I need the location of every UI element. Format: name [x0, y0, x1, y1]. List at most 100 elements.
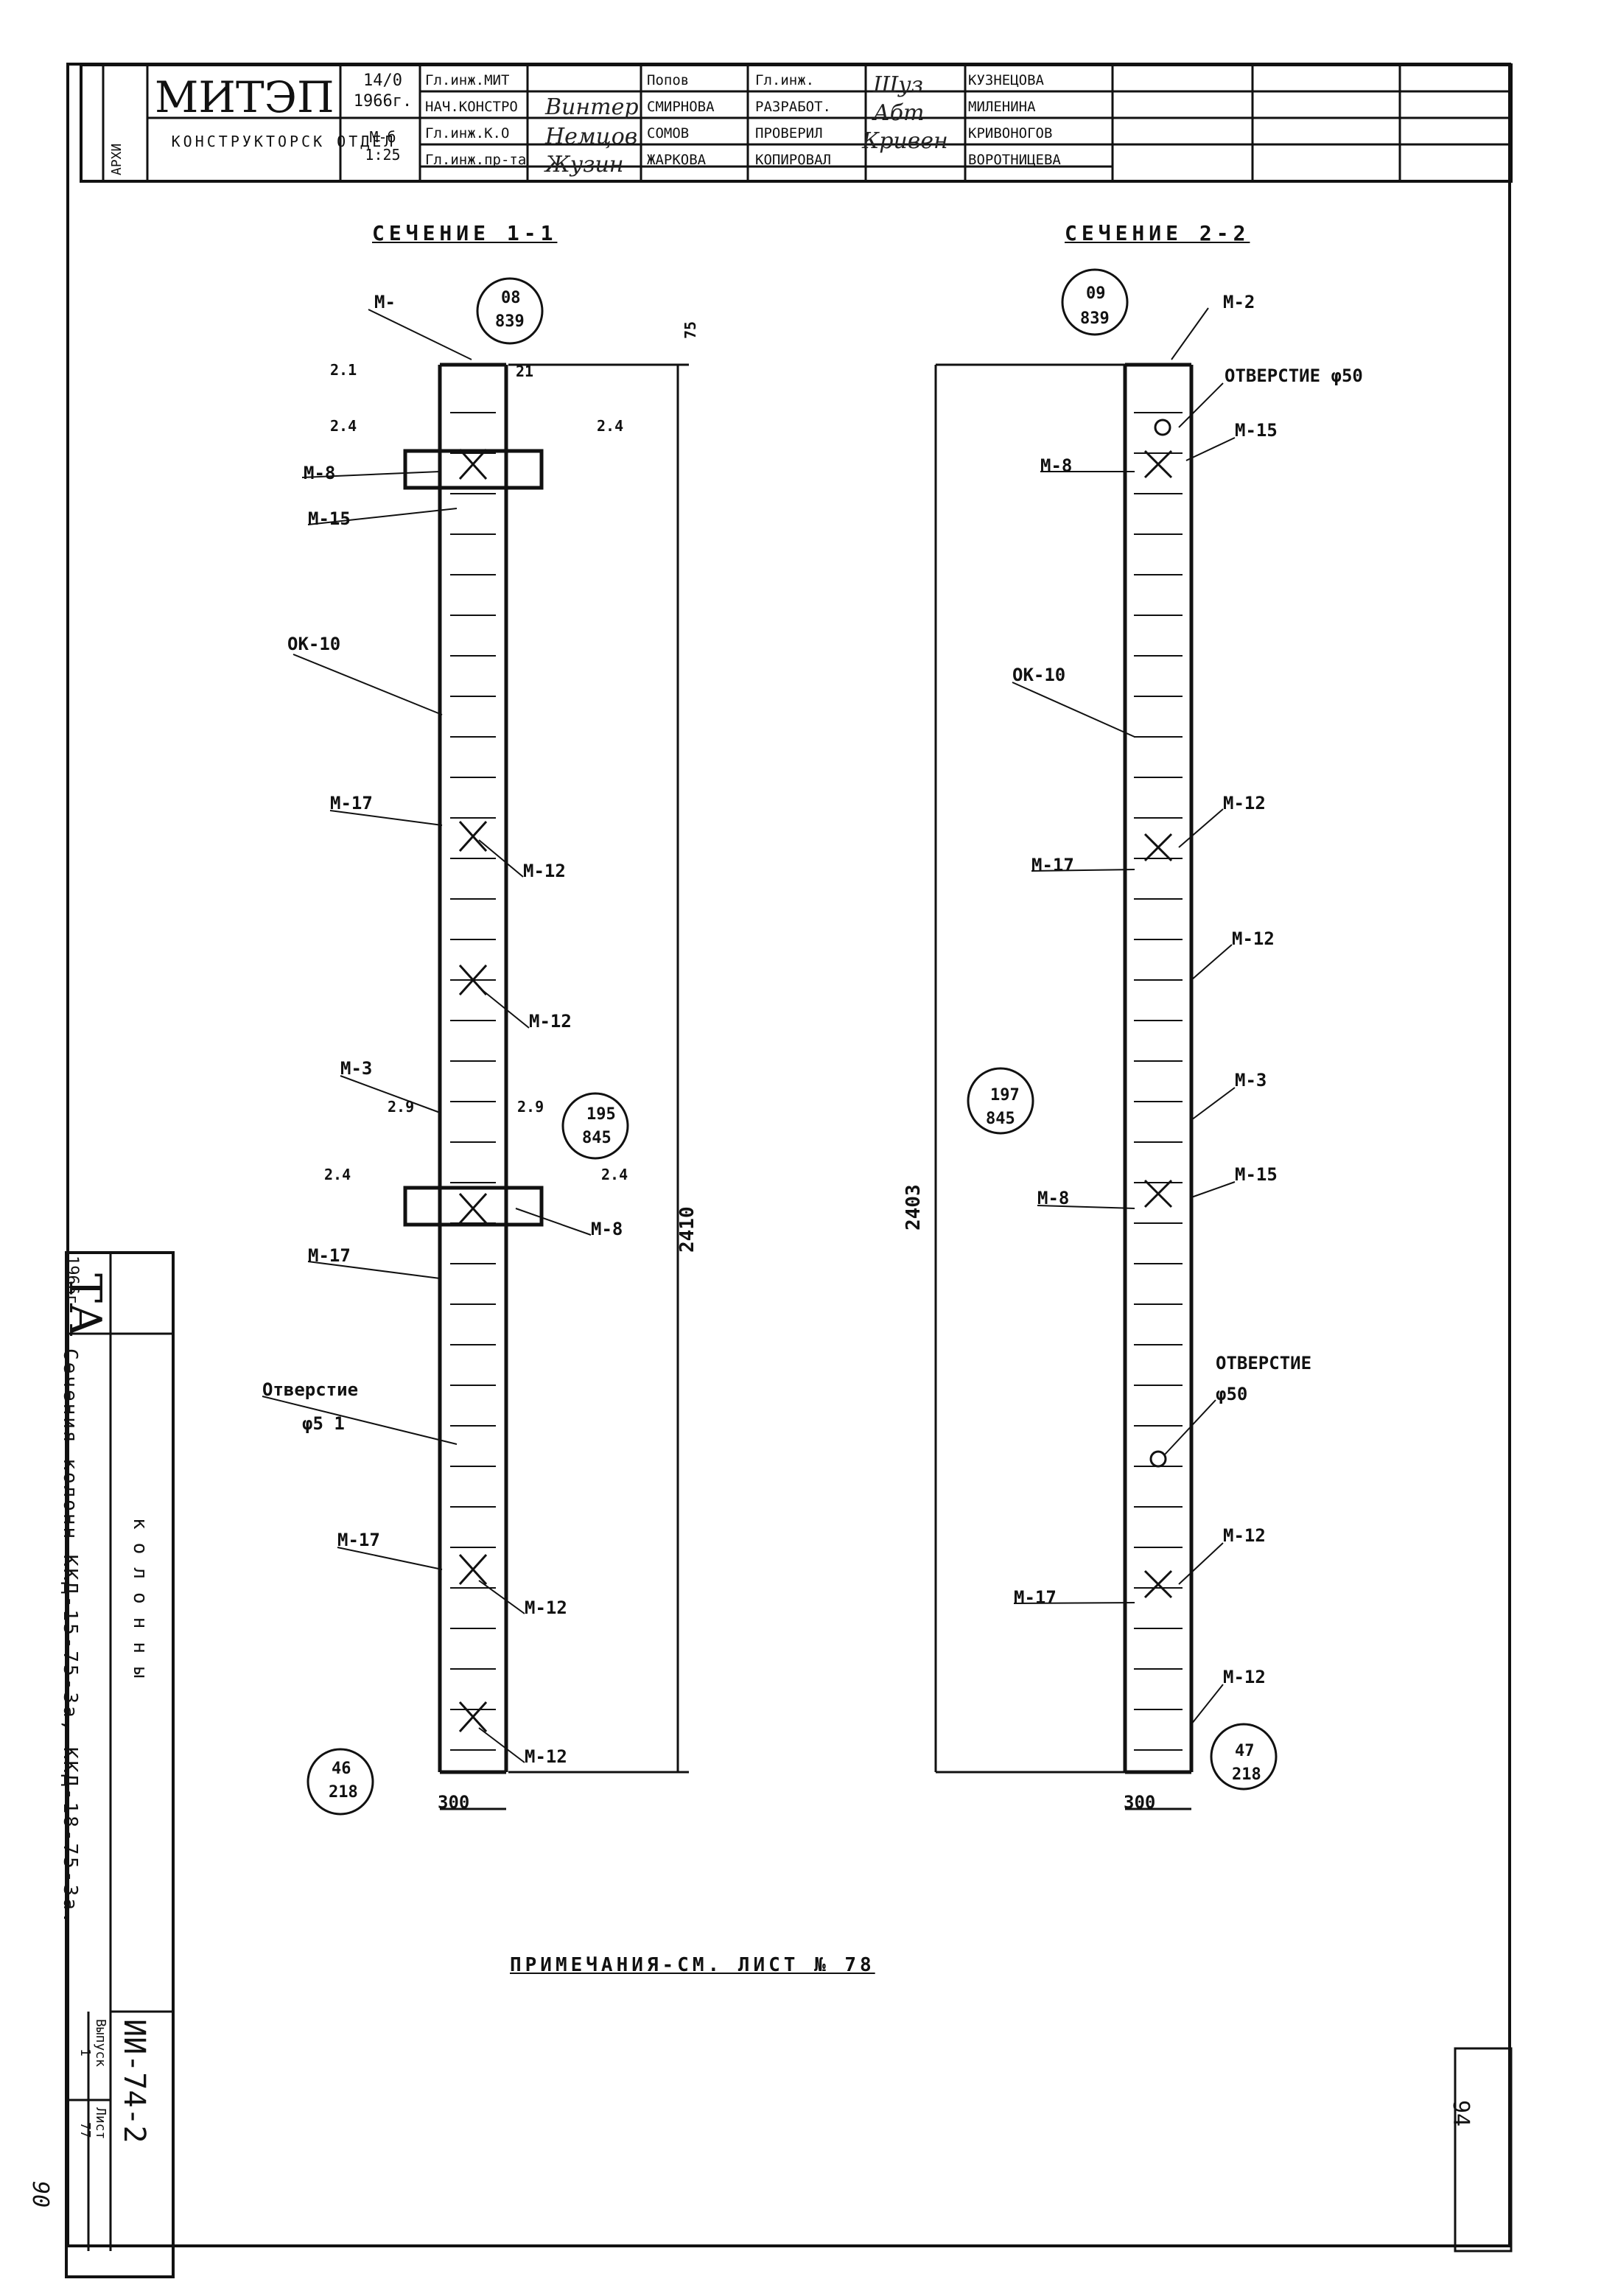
side-strip-border	[65, 1251, 175, 2278]
s2-dim-300: 300	[1124, 1792, 1156, 1813]
stamp-org: МИТЭП	[155, 72, 334, 122]
s1-label-otv-dia: φ5 1	[302, 1413, 345, 1434]
stamp-name-1: Попов	[647, 72, 690, 88]
s2-label-otv-dia: φ50	[1216, 1384, 1248, 1404]
s1-dim-300: 300	[438, 1792, 470, 1813]
stamp-role2-1: Гл.инж.	[755, 72, 815, 88]
leader-line	[1191, 1684, 1224, 1725]
leader-line	[1171, 307, 1209, 360]
s1-label-m12-d: М-12	[525, 1746, 567, 1767]
leader-line	[1178, 382, 1224, 428]
s1-label-m8-mid: М-8	[591, 1219, 623, 1239]
s1-dim-2410: 2410	[676, 1206, 698, 1253]
s1-label-m17-c: М-17	[337, 1530, 380, 1550]
leader-line	[301, 471, 441, 478]
stamp-name2-4: ВОРОТНИЦЕВА	[968, 152, 1061, 168]
s2-label-m8-b: М-8	[1037, 1188, 1070, 1208]
s1-label-m17-b: М-17	[308, 1245, 351, 1266]
x-mark	[458, 1701, 488, 1733]
s2-label-m15-b: М-15	[1235, 1164, 1278, 1185]
s2-bubble-2-top: 197	[990, 1086, 1020, 1105]
stamp-name-3: СОМОВ	[647, 125, 690, 141]
s2-bubble-1-bottom: 839	[1080, 309, 1110, 328]
s2-bubble-3-bottom: 218	[1232, 1765, 1261, 1784]
s1-bubble-1-bottom: 839	[495, 312, 525, 331]
leader-line	[1191, 1087, 1236, 1121]
leader-line	[1163, 1399, 1216, 1456]
console-1-top	[403, 449, 544, 490]
stamp-name2-3: КРИВОНОГОВ	[968, 125, 1053, 141]
leader-line	[478, 987, 530, 1029]
hole-s2-bottom	[1149, 1450, 1167, 1468]
s1-label-m: М-	[374, 292, 396, 312]
leader-line	[1012, 682, 1135, 738]
leader-line	[1178, 808, 1224, 848]
s1-dim-75: 75	[682, 321, 699, 339]
leader-line	[478, 1580, 525, 1614]
s2-label-m15-a: М-15	[1235, 420, 1278, 441]
margin-mark: 90	[27, 2181, 53, 2208]
signature-2: Немцов	[545, 124, 638, 150]
s1-label-m15: М-15	[308, 508, 351, 529]
stamp-role2-2: РАЗРАБОТ.	[755, 99, 831, 115]
side-vypusk-v: 1	[77, 2048, 93, 2057]
x-mark	[1143, 449, 1173, 479]
s1-cut-4: 2.9	[388, 1098, 415, 1116]
stamp-name2-1: КУЗНЕЦОВА	[968, 72, 1044, 88]
x-mark	[458, 1192, 488, 1225]
side-code: ИИ-74-2	[117, 2019, 151, 2143]
s2-label-m2: М-2	[1223, 292, 1255, 312]
page-number-box	[1454, 2047, 1513, 2253]
x-mark	[458, 1553, 488, 1586]
bubble-s2-2	[967, 1067, 1034, 1135]
stamp-dept: КОНСТРУКТОРСК ОТДЕЛ	[171, 133, 396, 150]
stamp-name2-2: МИЛЕНИНА	[968, 99, 1036, 115]
leader-line	[307, 508, 458, 525]
s1-bubble-2-top: 195	[586, 1105, 616, 1124]
s1-label-m17-a: М-17	[330, 793, 373, 813]
x-mark	[1143, 1179, 1173, 1208]
s2-label-otv: ОТВЕРСТИЕ	[1216, 1353, 1312, 1373]
s1-cut-1: 2.1	[330, 361, 357, 379]
leader-line	[1031, 869, 1135, 872]
s2-bubble-3-top: 47	[1235, 1742, 1255, 1760]
signature-1: Винтер	[545, 94, 639, 120]
s2-bubble-2-bottom: 845	[986, 1110, 1015, 1128]
s1-cut-7: 2.4	[601, 1166, 628, 1183]
s1-cut-5: 2.9	[517, 1098, 544, 1116]
leader-line	[478, 839, 524, 878]
s2-label-m12-d: М-12	[1223, 1667, 1266, 1687]
stamp-role-3: Гл.инж.К.О	[425, 125, 510, 141]
side-vypusk-h: Выпуск	[93, 2019, 108, 2068]
note-text: ПРИМЕЧАНИЯ-СМ. ЛИСТ № 78	[510, 1954, 875, 1976]
signature-5: Абт	[873, 100, 925, 126]
section-2-title: СЕЧЕНИЕ 2-2	[1065, 221, 1250, 245]
s2-label-m8-a: М-8	[1040, 455, 1073, 476]
leader-line	[1191, 1181, 1236, 1198]
side-title: Сечения колонн ККД-15-75-3а, ККД-18-75-3…	[59, 1348, 81, 1926]
x-mark	[1143, 1569, 1173, 1599]
x-mark	[458, 820, 488, 853]
s2-label-m17-a: М-17	[1031, 855, 1074, 875]
bubble-s1-3	[306, 1748, 374, 1816]
s2-dim-2403: 2403	[903, 1184, 925, 1231]
s1-bubble-3-top: 46	[332, 1760, 351, 1778]
leader-line	[340, 1075, 441, 1113]
leader-line	[478, 1727, 525, 1763]
stamp-arkh: АРХИ	[109, 143, 124, 175]
stamp-role2-4: КОПИРОВАЛ	[755, 152, 831, 168]
s1-label-m12-b: М-12	[529, 1011, 572, 1032]
stamp-role-1: Гл.инж.МИТ	[425, 72, 510, 88]
s2-label-m12-a: М-12	[1223, 793, 1266, 813]
leader-line	[1191, 944, 1233, 981]
s2-label-m12-c: М-12	[1223, 1525, 1266, 1546]
stamp-role-2: НАЧ.КОНСТРО	[425, 99, 518, 115]
leader-line	[368, 309, 472, 360]
s2-label-m17-b: М-17	[1014, 1587, 1057, 1608]
signature-3: Жузин	[545, 152, 624, 178]
s1-bubble-3-bottom: 218	[329, 1783, 358, 1802]
leader-line	[337, 1547, 443, 1570]
s2-label-m3: М-3	[1235, 1070, 1267, 1091]
s2-bubble-1-top: 09	[1086, 284, 1106, 303]
